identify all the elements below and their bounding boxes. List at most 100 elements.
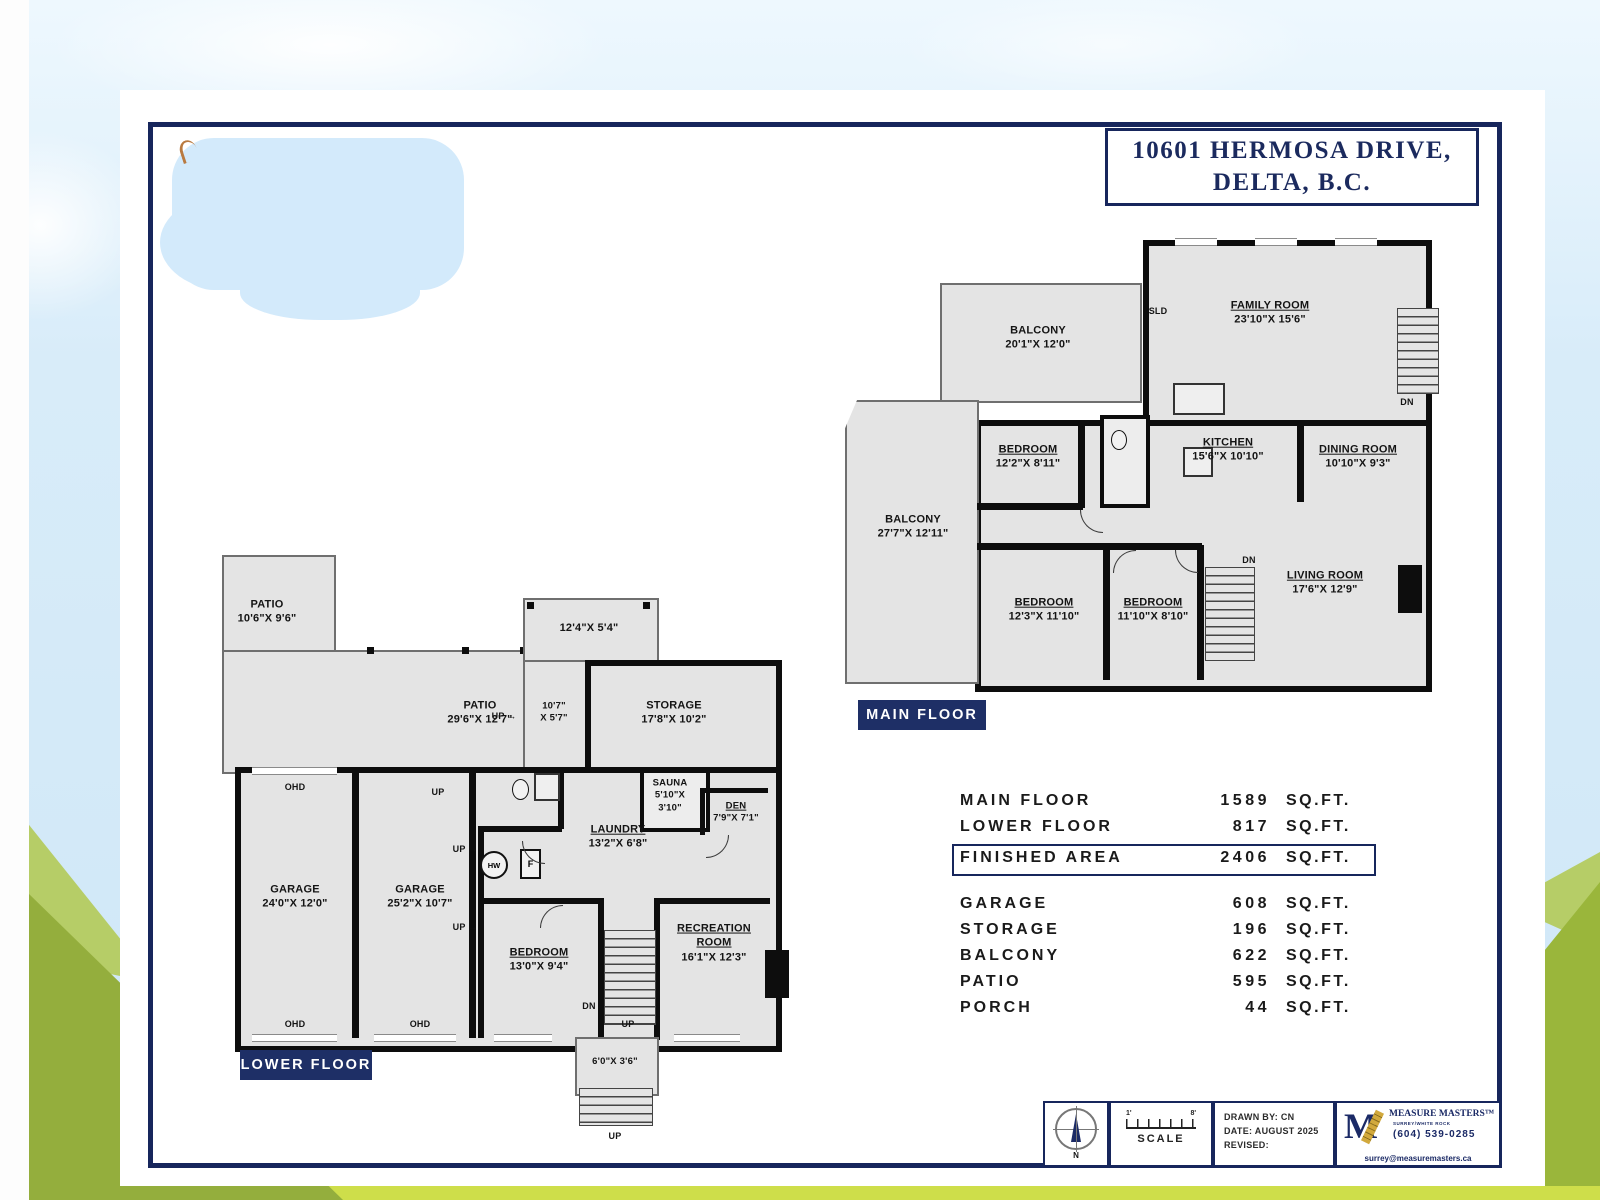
- drawn-by-box: DRAWN BY: CN DATE: AUGUST 2025 REVISED:: [1213, 1101, 1335, 1167]
- bathroom: [1100, 415, 1150, 508]
- window: [1255, 238, 1297, 246]
- address-title-box: 10601 HERMOSA DRIVE, DELTA, B.C.: [1105, 128, 1479, 206]
- cloud: [900, 0, 1320, 100]
- lower-floor-plan: HW F PATIO 10'6"X 9'6" PATIO 29'6"X 12'7…: [222, 555, 802, 1155]
- area-unit: SQ.FT.: [1286, 973, 1351, 990]
- company-tagline: SURREY/WHITE ROCK: [1393, 1121, 1451, 1126]
- porch-post: [527, 602, 534, 609]
- room-name: STORAGE: [646, 699, 702, 712]
- ohd-note: OHD: [284, 1019, 306, 1030]
- room-dims: 17'6"X 12'9": [1292, 584, 1358, 596]
- room-name: SAUNA: [652, 777, 688, 789]
- room-dims: 24'0"X 12'0": [262, 898, 328, 910]
- area-value: 44: [1245, 999, 1270, 1016]
- wall: [700, 788, 768, 793]
- area-label: BALCONY: [960, 947, 1061, 964]
- room-dims: 13'2"X 6'8": [588, 838, 648, 850]
- room-dims: 15'6"X 10'10": [1192, 451, 1264, 463]
- dn-note-exterior: DN: [1400, 397, 1414, 408]
- grass-strip: [290, 1186, 1600, 1200]
- room-label-kitchen: KITCHEN 15'6"X 10'10": [1192, 436, 1263, 465]
- window: [674, 1034, 740, 1042]
- area-row-porch: PORCH 44 SQ.FT.: [960, 999, 1376, 1022]
- scale-box: 1' 8' SCALE: [1109, 1101, 1213, 1167]
- balcony-top: [940, 283, 1142, 403]
- room-dims: 23'10"X 15'6": [1234, 314, 1306, 326]
- wall: [558, 769, 564, 829]
- fireplace: [765, 950, 789, 998]
- address-line1: 10601 HERMOSA DRIVE,: [1132, 136, 1452, 164]
- fireplace: [1398, 565, 1422, 613]
- stairs-exterior: [1397, 308, 1439, 394]
- company-email: surrey@measuremasters.ca: [1364, 1154, 1472, 1163]
- lower-floor-tag: LOWER FLOOR: [240, 1050, 372, 1080]
- room-dims: 20'1"X 12'0": [1005, 339, 1071, 351]
- sld-note: SLD: [1148, 306, 1168, 317]
- area-row-main-floor: MAIN FLOOR 1589 SQ.FT.: [960, 792, 1376, 815]
- scale-tick-left: 1': [1126, 1110, 1132, 1117]
- scale-tick-right: 8': [1190, 1110, 1196, 1117]
- area-value: 608: [1232, 895, 1270, 912]
- main-floor-plan: BALCONY 20'1"X 12'0" FAMILY ROOM 23'10"X…: [845, 235, 1439, 700]
- room-label-entry: 10'7" X 5'7": [540, 700, 568, 724]
- room-label-balcony-left: BALCONY 27'7"X 12'11": [878, 513, 949, 542]
- date-line: DATE: AUGUST 2025: [1224, 1125, 1319, 1136]
- window: [494, 1034, 552, 1042]
- room-dims: 17'8"X 10'2": [641, 714, 707, 726]
- room-label-garage-1: GARAGE 24'0"X 12'0": [262, 883, 327, 912]
- room-name: DINING ROOM: [1319, 443, 1397, 456]
- porch-post: [643, 602, 650, 609]
- room-label-patio-small: PATIO 10'6"X 9'6": [238, 598, 297, 627]
- drawn-by-line: DRAWN BY: CN: [1224, 1112, 1295, 1122]
- room-label-recreation: RECREATION ROOM 16'1"X 12'3": [664, 922, 764, 965]
- area-unit: SQ.FT.: [1286, 921, 1351, 938]
- patio-post: [367, 647, 374, 654]
- area-unit: SQ.FT.: [1286, 895, 1351, 912]
- stove-icon: [1183, 447, 1213, 477]
- area-table: MAIN FLOOR 1589 SQ.FT. LOWER FLOOR 817 S…: [952, 792, 1376, 1025]
- area-value: 1589: [1220, 792, 1270, 809]
- room-label-garage-2: GARAGE 25'2"X 10'7": [387, 883, 452, 912]
- room-name: BEDROOM: [1123, 596, 1183, 609]
- area-label: STORAGE: [960, 921, 1060, 938]
- compass-needle-icon: [1071, 1114, 1081, 1142]
- wall: [654, 898, 770, 904]
- ohd-note: OHD: [409, 1019, 431, 1030]
- room-dims: 7'9"X 7'1": [713, 813, 759, 824]
- wall: [478, 826, 484, 1038]
- sheet-border: [148, 122, 1502, 1168]
- compass-north-label: N: [1073, 1151, 1079, 1160]
- wall: [1078, 422, 1085, 508]
- window: [1175, 238, 1217, 246]
- wall: [480, 826, 562, 832]
- address-line2: DELTA, B.C.: [1212, 169, 1372, 196]
- area-label: MAIN FLOOR: [960, 792, 1092, 809]
- hot-water-tank: HW: [480, 851, 508, 879]
- wall: [469, 769, 476, 1038]
- room-dims: 12'2"X 8'11": [995, 458, 1061, 470]
- up-note-porch: UP: [608, 1131, 622, 1142]
- area-value: 2406: [1220, 849, 1270, 866]
- compass-icon: [1053, 1106, 1099, 1152]
- room-label-porch-top: 12'4"X 5'4": [559, 621, 619, 634]
- area-label: FINISHED AREA: [960, 849, 1123, 866]
- patio-post: [462, 647, 469, 654]
- room-label-den: DEN 7'9"X 7'1": [713, 801, 759, 826]
- area-unit: SQ.FT.: [1286, 947, 1351, 964]
- wall: [1297, 422, 1304, 502]
- toilet-icon: [1111, 430, 1127, 450]
- company-name: MEASURE MASTERS™: [1389, 1109, 1495, 1119]
- up-note-hall: UP →: [452, 922, 478, 933]
- revised-line: REVISED:: [1224, 1139, 1269, 1150]
- room-name: BEDROOM: [1014, 596, 1074, 609]
- room-label-patio-large: PATIO 29'6"X 12'7": [447, 699, 512, 728]
- ohd-note: OHD: [284, 782, 306, 793]
- up-note-garage: UP: [431, 787, 445, 798]
- stairs-interior: [604, 930, 656, 1025]
- room-dims: 25'2"X 10'7": [387, 898, 453, 910]
- area-label: PORCH: [960, 999, 1033, 1016]
- room-name: PATIO: [463, 699, 497, 712]
- area-row-storage: STORAGE 196 SQ.FT.: [960, 921, 1376, 944]
- room-name: BEDROOM: [509, 946, 569, 959]
